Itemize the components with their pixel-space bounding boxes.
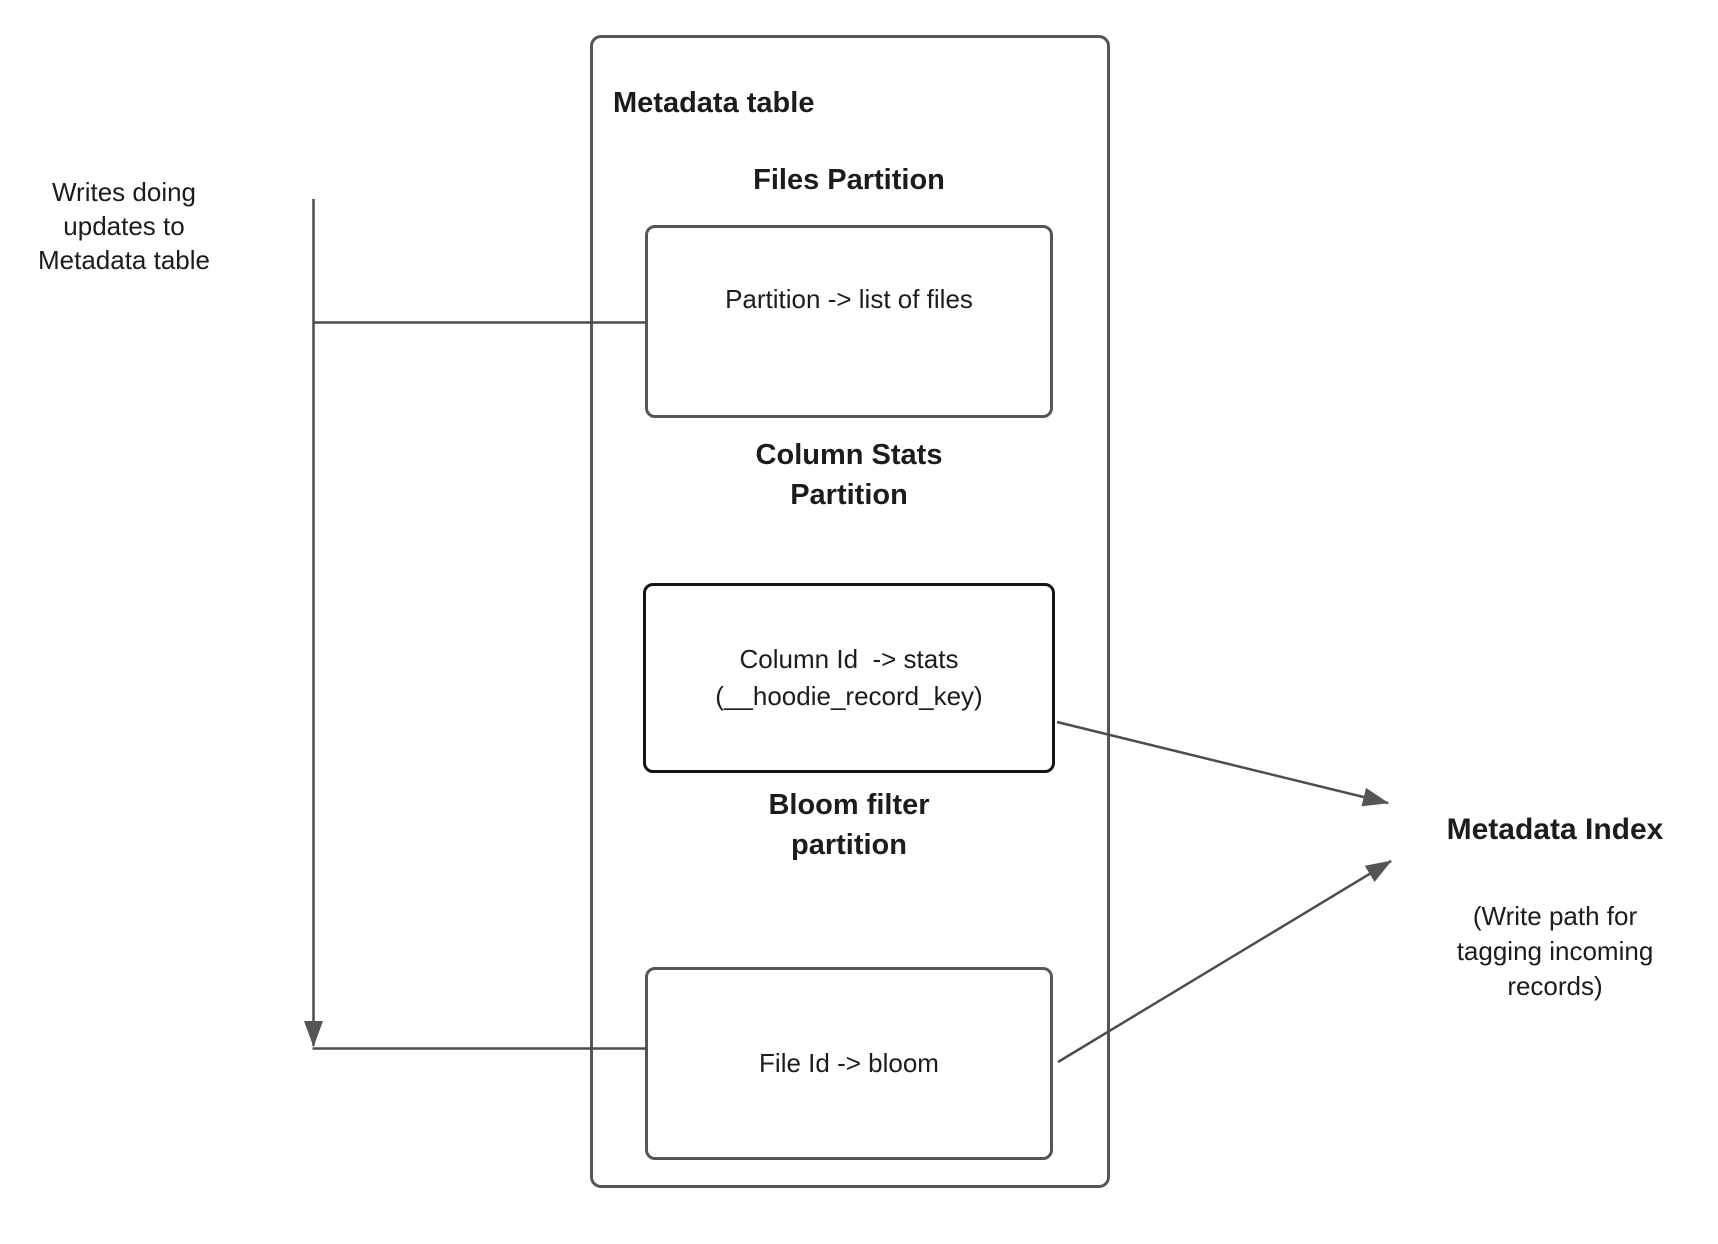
files-partition-box: Partition -> list of files [645,225,1053,418]
metadata-table-container: Metadata table Files Partition Partition… [590,35,1110,1188]
files-partition-heading: Files Partition [753,164,945,196]
column-stats-mapping: Column Id -> stats [739,644,959,674]
bloom-filter-partition-heading: Bloom filter partition [768,789,930,861]
column-stats-partition-heading: Column Stats Partition [755,439,943,511]
bloom-filter-partition-box: File Id -> bloom [645,967,1053,1160]
column-stats-mapping-key: (__hoodie_record_key) [715,681,983,711]
metadata-table-title: Metadata table [613,87,815,119]
bloom-filter-mapping: File Id -> bloom [759,1048,939,1078]
metadata-index-subtitle: (Write path for tagging incoming records… [1456,901,1654,1001]
files-partition-mapping: Partition -> list of files [725,284,973,314]
writes-updates-note: Writes doing updates to Metadata table [37,177,210,275]
column-stats-partition-box: Column Id -> stats (__hoodie_record_key) [643,583,1055,773]
metadata-index-title: Metadata Index [1446,813,1664,846]
